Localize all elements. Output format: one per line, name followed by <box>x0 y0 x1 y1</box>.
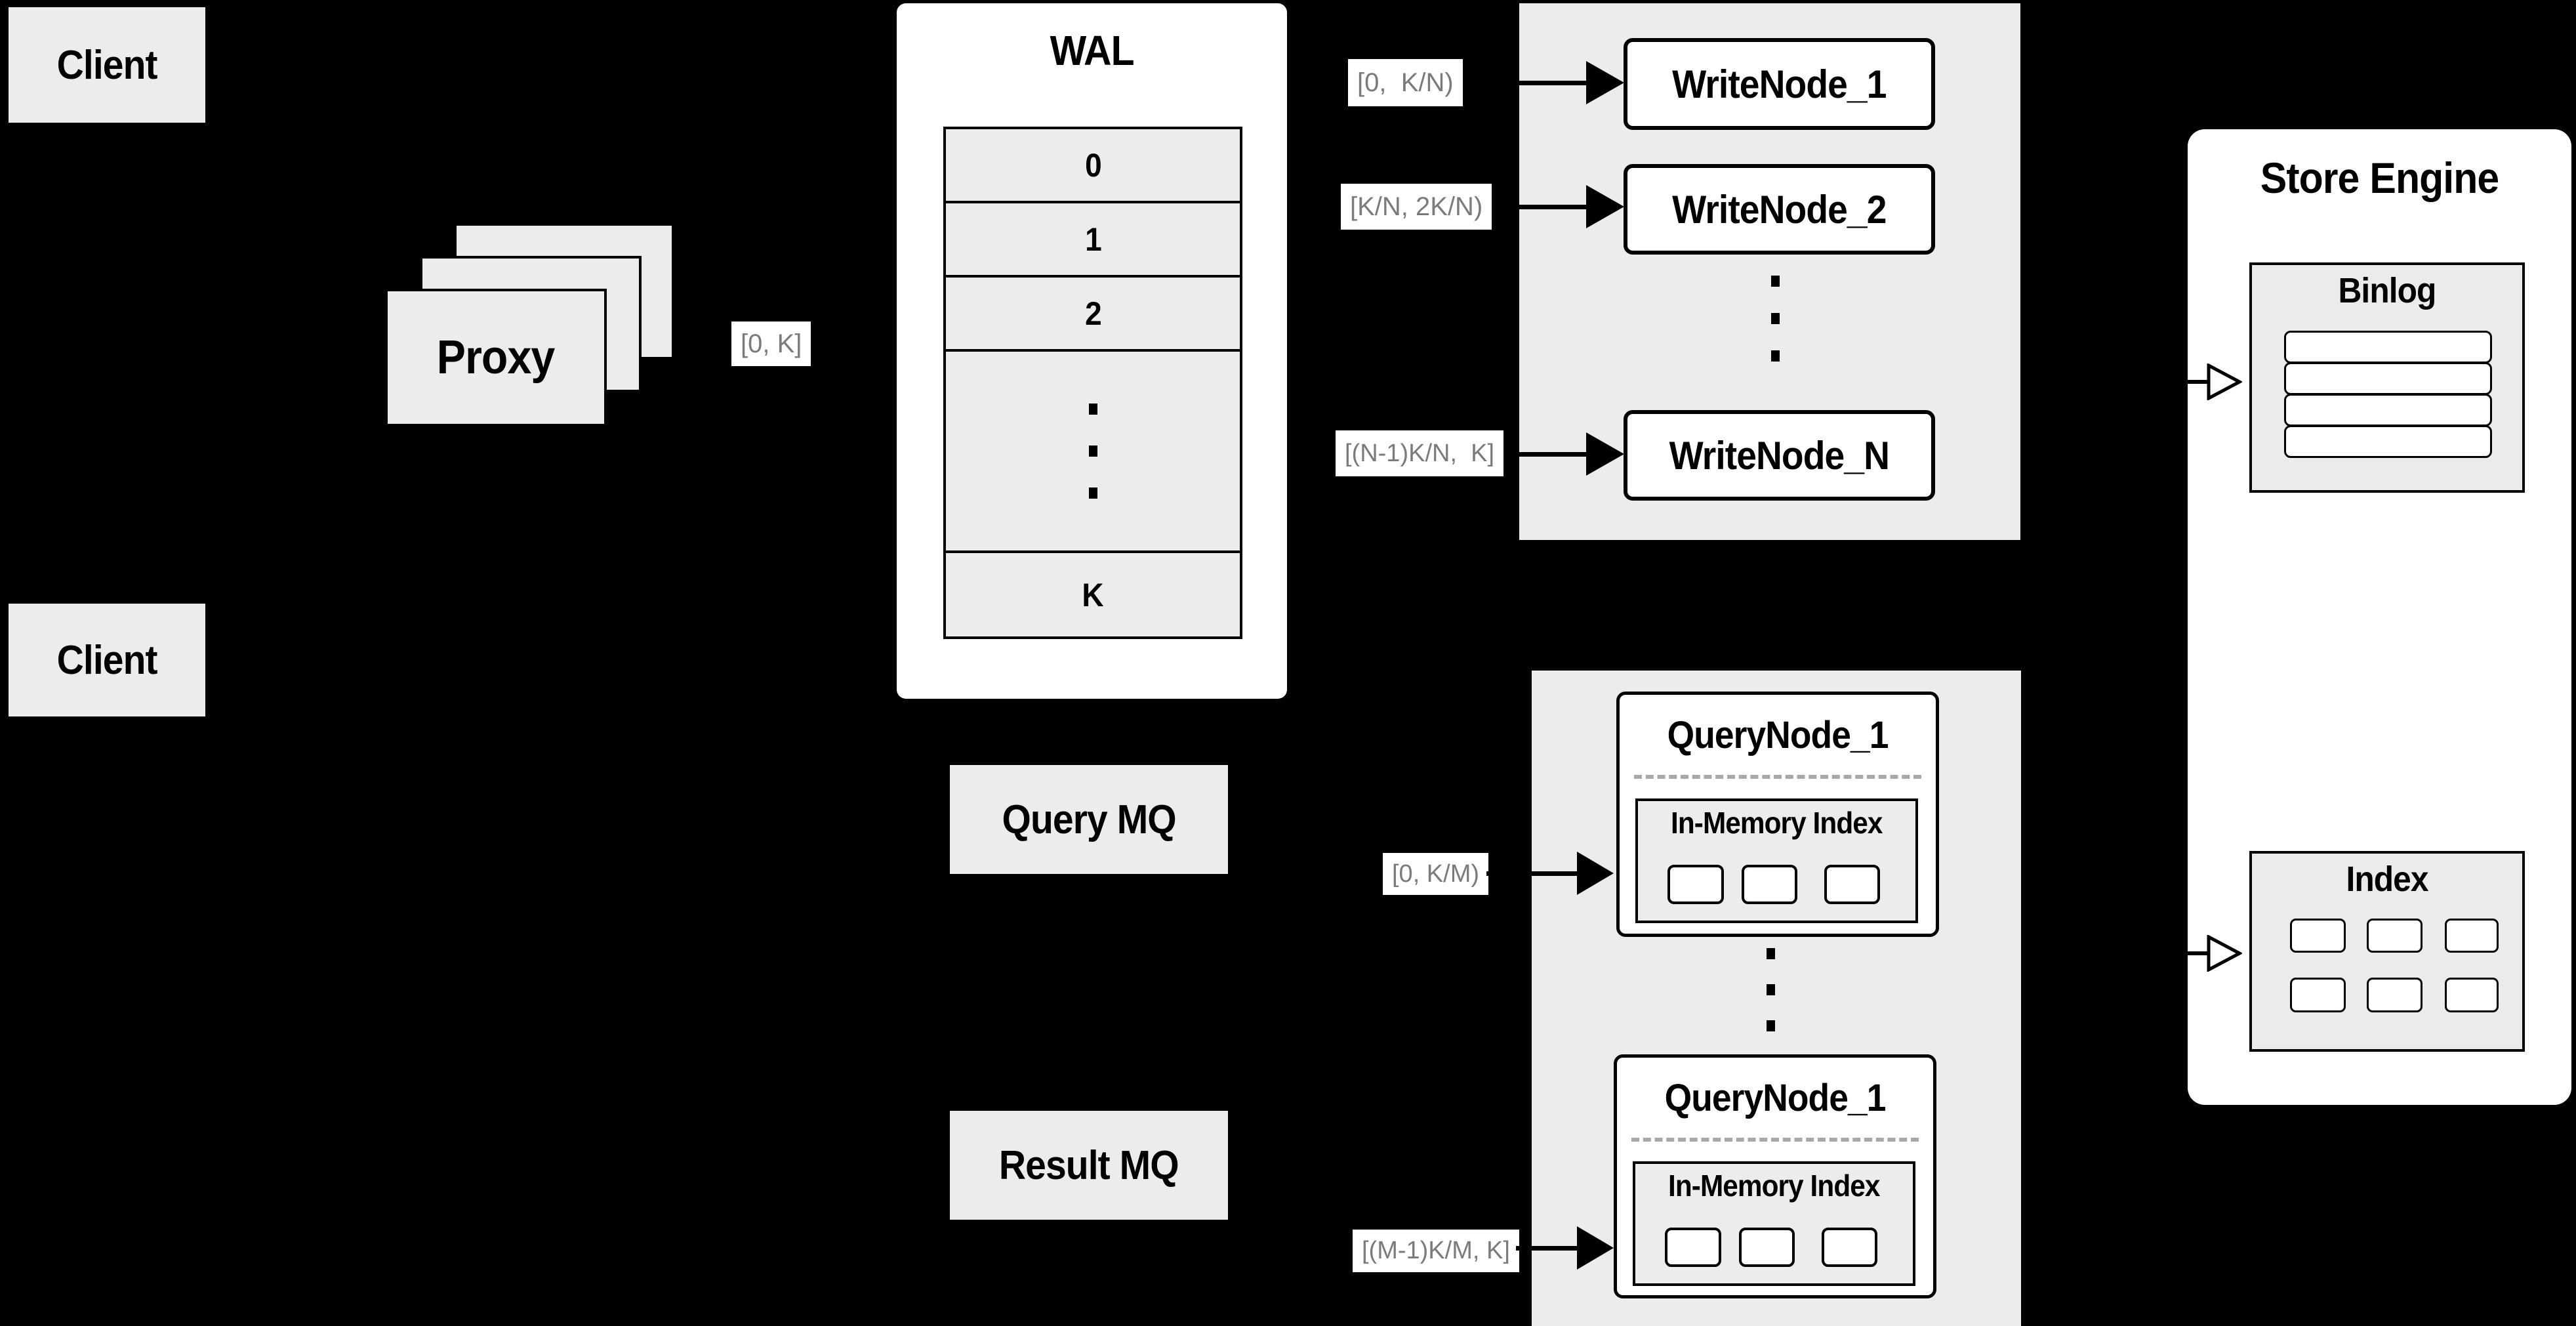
edge-label-query-node-2: [(M-1)K/M, K] <box>1353 1230 1519 1272</box>
wal-partition-table: 0 1 2 K <box>943 127 1242 639</box>
arrow-line-write-2 <box>1502 205 1587 209</box>
dashed-divider <box>1634 775 1921 779</box>
index-cell <box>2290 919 2346 953</box>
proxy-label: Proxy <box>437 331 555 384</box>
write-node-1-box: WriteNode_1 <box>1624 38 1935 130</box>
wal-cell-0: 0 <box>946 129 1240 203</box>
write-node-1-label: WriteNode_1 <box>1672 62 1887 106</box>
memory-slot <box>1667 865 1724 904</box>
query-node-1-title: QueryNode_1 <box>1667 714 1889 756</box>
in-memory-title-wrap: In-Memory Index <box>1638 805 1915 840</box>
binlog-row <box>2284 331 2492 363</box>
wal-cell-1: 1 <box>946 203 1240 278</box>
in-memory-title-wrap: In-Memory Index <box>1635 1168 1913 1203</box>
write-node-n-box: WriteNode_N <box>1624 410 1935 501</box>
binlog-row <box>2284 425 2492 458</box>
index-title: Index <box>2346 860 2428 899</box>
index-cell <box>2445 919 2499 953</box>
client-bottom-box: Client <box>7 602 207 718</box>
binlog-row <box>2284 394 2492 426</box>
proxy-card-front: Proxy <box>385 289 607 426</box>
memory-slot <box>1665 1228 1721 1267</box>
binlog-title-wrap: Binlog <box>2252 270 2522 311</box>
arrow-line-to-binlog <box>2024 380 2209 384</box>
wal-cell-2: 2 <box>946 278 1240 352</box>
query-mq-box: Query MQ <box>948 763 1230 876</box>
edge-label-proxy-to-wal: [0, K] <box>731 321 811 366</box>
store-engine-title: Store Engine <box>2260 154 2499 202</box>
solid-arrowhead-icon <box>1577 1226 1614 1270</box>
query-node-2-title: QueryNode_1 <box>1664 1077 1887 1119</box>
index-cell <box>2445 978 2499 1012</box>
memory-slot <box>1739 1228 1795 1267</box>
index-cell <box>2367 978 2423 1012</box>
memory-slot <box>1824 865 1880 904</box>
wal-title-wrap: WAL <box>897 26 1287 75</box>
index-cell <box>2367 919 2423 953</box>
binlog-title: Binlog <box>2338 271 2436 310</box>
wal-title: WAL <box>1050 27 1134 74</box>
arrow-line-query-2 <box>1516 1246 1578 1251</box>
memory-slot <box>1822 1228 1877 1267</box>
binlog-panel: Binlog <box>2249 262 2525 493</box>
client-bottom-label: Client <box>56 637 158 683</box>
in-memory-index-panel-1: In-Memory Index <box>1635 798 1918 923</box>
arrow-line-query-1 <box>1486 871 1578 876</box>
client-top-label: Client <box>56 42 158 88</box>
result-mq-box: Result MQ <box>948 1109 1230 1222</box>
arrow-line-to-index <box>2024 951 2209 955</box>
dashed-divider <box>1631 1138 1919 1142</box>
arrow-line-write-1 <box>1473 81 1587 85</box>
client-top-box: Client <box>7 5 207 125</box>
solid-arrowhead-icon <box>1586 432 1624 476</box>
vertical-ellipsis-icon <box>1767 948 1775 1031</box>
in-memory-index-title-1: In-Memory Index <box>1671 806 1883 840</box>
index-cell <box>2290 978 2346 1012</box>
index-panel: Index <box>2249 851 2525 1052</box>
binlog-row <box>2284 362 2492 395</box>
vertical-ellipsis-icon <box>1771 276 1780 362</box>
query-node-2-title-wrap: QueryNode_1 <box>1617 1076 1933 1120</box>
edge-label-write-node-n: [(N-1)K/N, K] <box>1336 430 1504 476</box>
solid-arrowhead-icon <box>1586 61 1624 104</box>
wal-cell-ellipsis <box>946 352 1240 553</box>
open-arrowhead-icon <box>2207 935 2242 972</box>
result-mq-label: Result MQ <box>999 1142 1179 1188</box>
arrow-line-write-n <box>1503 452 1587 457</box>
index-title-wrap: Index <box>2252 859 2522 900</box>
solid-arrowhead-icon <box>1586 185 1624 228</box>
query-node-1-card: QueryNode_1 In-Memory Index <box>1616 692 1939 937</box>
wal-box: WAL 0 1 2 K <box>897 3 1287 699</box>
open-arrowhead-icon <box>2207 363 2242 400</box>
write-node-2-label: WriteNode_2 <box>1672 187 1887 232</box>
edge-label-write-node-1: [0, K/N) <box>1348 59 1463 106</box>
edge-label-write-node-2: [K/N, 2K/N) <box>1341 184 1492 230</box>
query-mq-label: Query MQ <box>1002 797 1176 842</box>
store-engine-title-wrap: Store Engine <box>2188 153 2571 203</box>
query-node-1-title-wrap: QueryNode_1 <box>1620 713 1936 757</box>
wal-cell-k: K <box>1082 576 1104 613</box>
edge-label-query-node-1: [0, K/M) <box>1383 853 1489 895</box>
query-node-2-card: QueryNode_1 In-Memory Index <box>1614 1054 1936 1298</box>
write-node-2-box: WriteNode_2 <box>1624 164 1935 255</box>
solid-arrowhead-icon <box>1577 852 1614 895</box>
in-memory-index-title-2: In-Memory Index <box>1668 1169 1880 1203</box>
write-node-n-label: WriteNode_N <box>1669 433 1890 478</box>
vertical-ellipsis-icon <box>1088 404 1097 499</box>
memory-slot <box>1742 865 1797 904</box>
in-memory-index-panel-2: In-Memory Index <box>1633 1161 1915 1286</box>
store-engine-box: Store Engine Binlog Index <box>2188 129 2571 1105</box>
